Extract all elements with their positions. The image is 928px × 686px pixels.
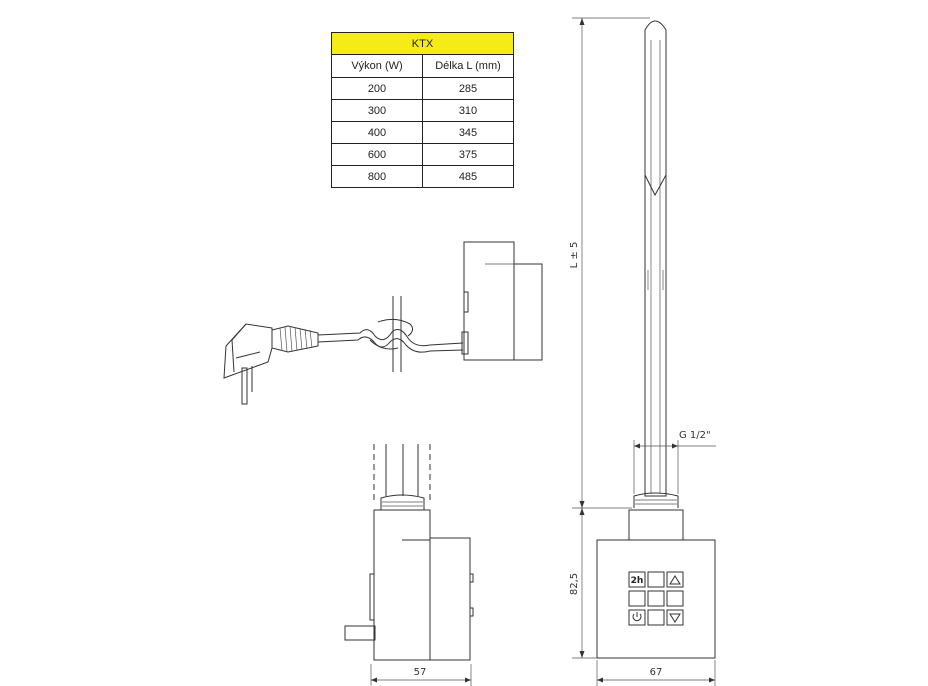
- dimension-thread: G 1/2": [633, 430, 716, 494]
- header-length: Délka L (mm): [422, 54, 514, 78]
- table-title: KTX: [331, 32, 514, 55]
- side-control-box: [429, 537, 471, 661]
- cell-length: 285: [422, 77, 514, 100]
- cell-length: 345: [422, 121, 514, 144]
- dimension-side-width: 57: [370, 664, 472, 686]
- arrow-down-icon: [669, 613, 681, 623]
- timer-icon: 2h: [631, 576, 644, 586]
- cable-controller-box: [463, 241, 515, 361]
- front-view: 2h: [596, 20, 716, 659]
- dimension-control-height: 82,5: [569, 508, 597, 659]
- arrow-up-icon: [669, 575, 681, 585]
- plug-pin: [241, 367, 248, 405]
- thread-label: G 1/2": [679, 430, 711, 441]
- control-box-front: [596, 539, 716, 659]
- cell-power: 800: [331, 165, 423, 188]
- cable-controller-front: [513, 263, 543, 361]
- timer-key: [628, 571, 646, 588]
- plug-cable-assembly: [223, 241, 543, 405]
- header-power: Výkon (W): [331, 54, 423, 78]
- power-key: [628, 609, 646, 626]
- keypad: 2h: [628, 571, 684, 626]
- up-key: [666, 571, 684, 588]
- side-width-label: 57: [414, 667, 427, 678]
- length-label: L ± 5: [569, 242, 580, 269]
- power-icon: [632, 612, 642, 622]
- dimension-front-width: 67: [596, 660, 716, 686]
- control-height-label: 82,5: [569, 573, 580, 595]
- side-view: [344, 444, 474, 661]
- heating-rod: [644, 20, 667, 497]
- front-width-label: 67: [650, 667, 663, 678]
- dimension-length: L ± 5: [569, 17, 650, 509]
- cell-length: 485: [422, 165, 514, 188]
